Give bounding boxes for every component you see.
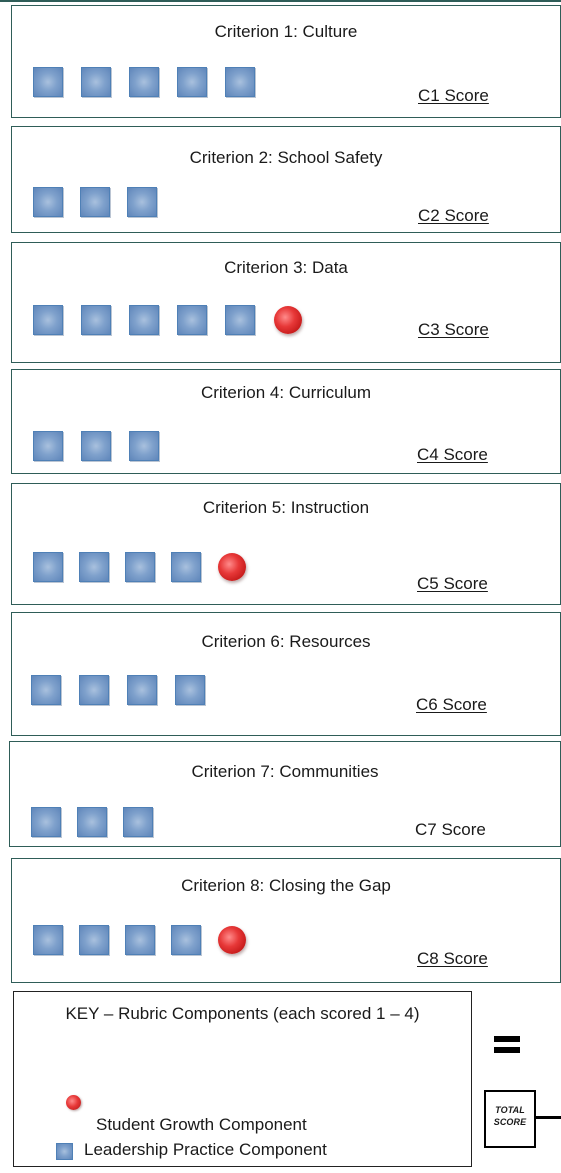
- leadership-practice-icon: [177, 67, 207, 97]
- leadership-practice-icon: [80, 187, 110, 217]
- criterion-1-box: Criterion 1: Culture C1 Score: [11, 5, 561, 118]
- total-score-box: TOTAL SCORE: [484, 1090, 536, 1148]
- criterion-score-link[interactable]: C5 Score: [417, 574, 488, 593]
- leadership-practice-icon: [33, 431, 63, 461]
- leadership-practice-icon: [33, 552, 63, 582]
- leadership-practice-icon: [77, 807, 107, 837]
- student-growth-key-icon: [66, 1095, 81, 1110]
- key-title: KEY – Rubric Components (each scored 1 –…: [65, 1004, 420, 1023]
- criterion-score-link[interactable]: C2 Score: [418, 206, 489, 225]
- criterion-score-link[interactable]: C8 Score: [417, 949, 488, 968]
- criterion-8-box: Criterion 8: Closing the Gap C8 Score: [11, 858, 561, 983]
- student-growth-icon: [218, 926, 246, 954]
- leadership-practice-icon: [175, 675, 205, 705]
- leadership-practice-icon: [125, 925, 155, 955]
- leadership-practice-key-label: Leadership Practice Component: [84, 1140, 327, 1159]
- leadership-practice-icon: [125, 552, 155, 582]
- leadership-practice-icon: [79, 925, 109, 955]
- criterion-7-box: Criterion 7: Communities C7 Score: [9, 741, 561, 847]
- leadership-practice-icon: [129, 67, 159, 97]
- leadership-practice-icon: [171, 925, 201, 955]
- criterion-title: Criterion 4: Curriculum: [200, 383, 372, 402]
- leadership-practice-icon: [225, 67, 255, 97]
- leadership-practice-icon: [81, 305, 111, 335]
- criterion-score-link[interactable]: C6 Score: [416, 695, 487, 714]
- key-box: KEY – Rubric Components (each scored 1 –…: [13, 991, 472, 1167]
- leadership-practice-icon: [79, 552, 109, 582]
- total-score-label: TOTAL SCORE: [493, 1105, 527, 1127]
- leadership-practice-icon: [225, 305, 255, 335]
- student-growth-icon: [218, 553, 246, 581]
- student-growth-key-label: Student Growth Component: [96, 1115, 307, 1134]
- criterion-score-link[interactable]: C1 Score: [418, 86, 489, 105]
- leadership-practice-icon: [81, 431, 111, 461]
- criterion-3-box: Criterion 3: Data C3 Score: [11, 242, 561, 363]
- leadership-practice-icon: [33, 925, 63, 955]
- criterion-4-box: Criterion 4: Curriculum C4 Score: [11, 369, 561, 474]
- criterion-title: Criterion 2: School Safety: [189, 148, 383, 167]
- leadership-practice-icon: [127, 187, 157, 217]
- criterion-title: Criterion 3: Data: [224, 258, 348, 277]
- leadership-practice-icon: [123, 807, 153, 837]
- criterion-6-box: Criterion 6: Resources C6 Score: [11, 612, 561, 736]
- top-rule: [0, 0, 561, 2]
- criterion-title: Criterion 8: Closing the Gap: [181, 876, 391, 895]
- leadership-practice-icon: [177, 305, 207, 335]
- criterion-5-box: Criterion 5: Instruction C5 Score: [11, 483, 561, 605]
- leadership-practice-icon: [79, 675, 109, 705]
- criterion-title: Criterion 6: Resources: [201, 632, 371, 651]
- leadership-practice-icon: [129, 305, 159, 335]
- equals-icon: [494, 1036, 520, 1056]
- leadership-practice-key-icon: [56, 1143, 73, 1160]
- student-growth-icon: [274, 306, 302, 334]
- criterion-title: Criterion 1: Culture: [214, 22, 358, 41]
- criterion-title: Criterion 5: Instruction: [202, 498, 370, 517]
- criterion-score-link[interactable]: C4 Score: [417, 445, 488, 464]
- leadership-practice-icon: [81, 67, 111, 97]
- total-score-connector: [536, 1116, 561, 1119]
- criterion-title: Criterion 7: Communities: [191, 762, 379, 781]
- criterion-score-link[interactable]: C3 Score: [418, 320, 489, 339]
- leadership-practice-icon: [129, 431, 159, 461]
- leadership-practice-icon: [127, 675, 157, 705]
- leadership-practice-icon: [33, 67, 63, 97]
- leadership-practice-icon: [33, 305, 63, 335]
- leadership-practice-icon: [171, 552, 201, 582]
- leadership-practice-icon: [31, 675, 61, 705]
- criterion-score-link[interactable]: C7 Score: [415, 820, 486, 839]
- leadership-practice-icon: [31, 807, 61, 837]
- leadership-practice-icon: [33, 187, 63, 217]
- criterion-2-box: Criterion 2: School Safety C2 Score: [11, 126, 561, 233]
